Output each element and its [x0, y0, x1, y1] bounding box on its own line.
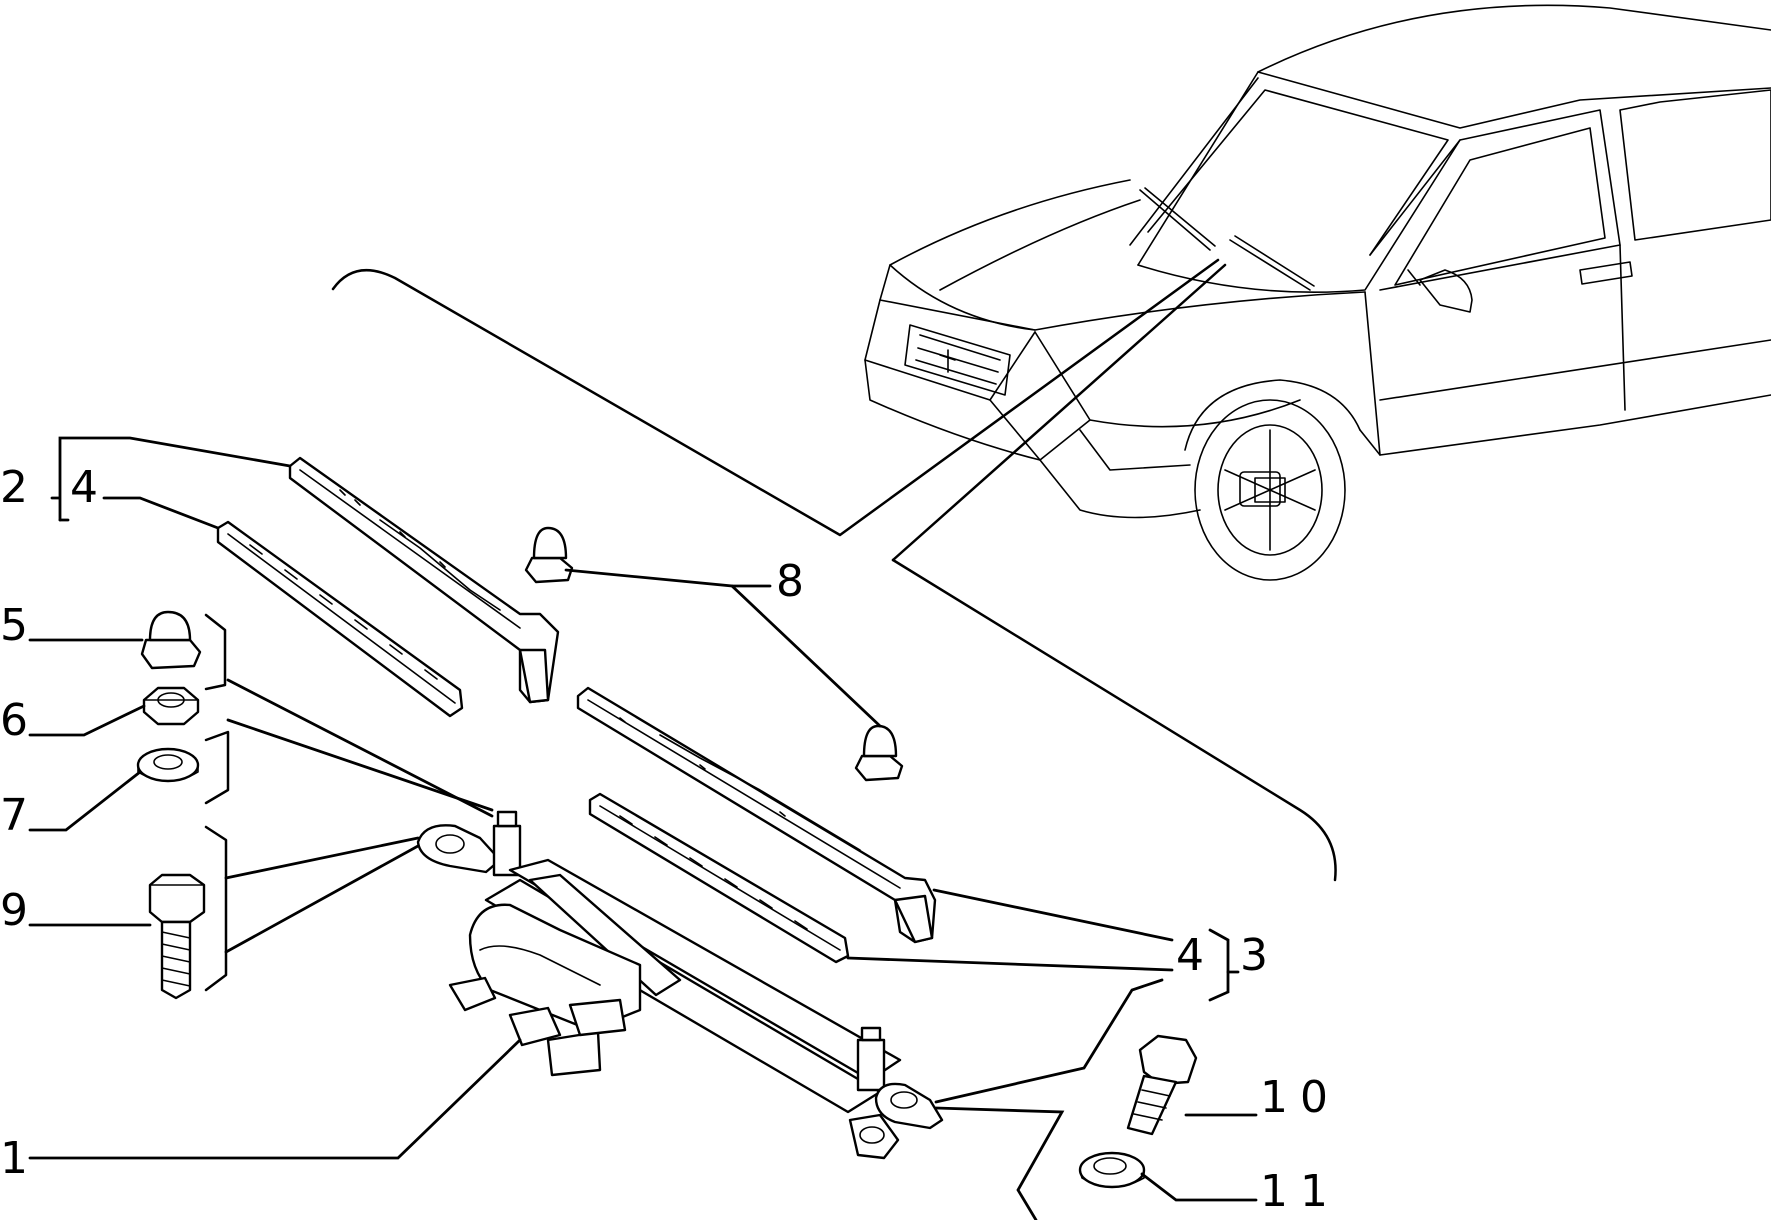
callout-4-right: 4 [1176, 930, 1204, 981]
callout-1: 1 [0, 1133, 28, 1184]
bolt-part-9 [148, 873, 206, 1000]
bracket-part-9 [204, 825, 228, 992]
callout-labels: 1 2 4 5 6 7 8 9 4 3 10 11 [0, 462, 1340, 1217]
callout-11: 11 [1260, 1166, 1340, 1217]
callout-3: 3 [1240, 930, 1268, 981]
car-reference-bracket [331, 258, 1337, 882]
bolt-part-10 [1126, 1034, 1198, 1136]
cap-nut-part-5 [140, 610, 202, 670]
cap-nut-lower [854, 724, 904, 782]
cap-nut-upper [524, 526, 574, 584]
wiper-blade-right [588, 792, 850, 964]
wiper-arm-left [288, 456, 560, 704]
bracket-parts-5-7 [204, 613, 230, 805]
callout-5: 5 [0, 600, 28, 651]
callout-7: 7 [0, 790, 28, 841]
callout-9: 9 [0, 885, 28, 936]
callout-10: 10 [1260, 1072, 1340, 1123]
leader-lines [28, 436, 1258, 1220]
washer-part-7 [136, 747, 200, 783]
callout-8: 8 [776, 556, 804, 607]
callout-4-left: 4 [70, 462, 98, 513]
wiper-blade-left [216, 520, 464, 718]
wiper-linkage-motor [416, 810, 944, 1160]
wiper-arm-right [576, 686, 937, 944]
washer-part-11 [1078, 1151, 1146, 1189]
car-illustration [864, 4, 1771, 581]
callout-6: 6 [0, 695, 28, 746]
callout-2: 2 [0, 462, 28, 513]
hex-nut-part-6 [142, 686, 200, 726]
